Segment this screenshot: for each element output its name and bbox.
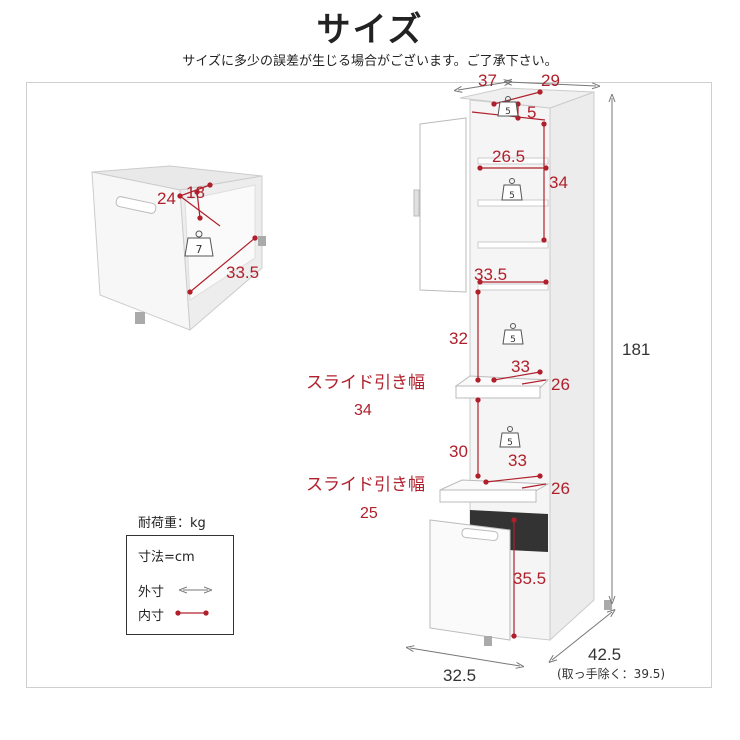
top-load: 5	[505, 107, 511, 117]
page-title: サイズ	[316, 10, 424, 50]
drawer-illustration	[91, 165, 266, 332]
slide1-load: 5	[510, 335, 516, 345]
top-width: 29	[541, 71, 560, 90]
legend-box: 寸法=cm 外寸 内寸	[126, 535, 234, 635]
cabinet-illustration	[410, 82, 612, 666]
outer-width: 32.5	[443, 666, 476, 685]
top-weight-icon	[497, 96, 519, 117]
slide2-height: 30	[449, 442, 468, 461]
slide1-weight-icon	[502, 323, 524, 345]
legend-inner-label: 内寸	[138, 609, 165, 624]
slide1-value: 34	[354, 402, 372, 419]
slide1-height: 32	[449, 329, 468, 348]
total-height: 181	[622, 340, 650, 359]
legend-outer-label: 外寸	[138, 585, 165, 600]
door-shelf-load: 5	[509, 191, 515, 201]
door-shelf-height: 34	[549, 173, 568, 192]
slide2-weight-icon	[499, 426, 521, 448]
legend-load-unit: 耐荷重：kg	[138, 516, 206, 531]
slide2-load: 5	[507, 438, 513, 448]
outer-depth: 42.5	[588, 645, 621, 664]
drawer-load: 7	[196, 243, 203, 256]
open-width: 33.5	[474, 265, 507, 284]
drawer-height: 35.5	[513, 569, 546, 588]
slide2-label: スライド引き幅	[306, 475, 425, 495]
outer-depth-note: (取っ手除く：39.5)	[557, 666, 665, 681]
slide1-width: 33	[511, 357, 530, 376]
drawer-height-inner: 18	[186, 183, 205, 202]
top-height: 5	[527, 103, 536, 122]
drawer-depth-inner: 24	[157, 189, 176, 208]
drawer-weight-icon	[184, 230, 214, 257]
top-depth: 37	[478, 71, 497, 90]
drawer-width-inner: 33.5	[226, 263, 259, 282]
content-frame	[26, 82, 712, 688]
slide2-value: 25	[360, 505, 378, 522]
door-shelf-weight-icon	[501, 178, 523, 201]
slide2-width: 33	[508, 451, 527, 470]
slide2-depth: 26	[551, 479, 570, 498]
page-subtitle: サイズに多少の誤差が生じる場合がございます。ご了承下さい。	[182, 54, 558, 69]
legend-dim-unit: 寸法=cm	[138, 550, 195, 565]
slide1-depth: 26	[551, 375, 570, 394]
slide1-label: スライド引き幅	[306, 373, 425, 393]
door-shelf-width: 26.5	[492, 147, 525, 166]
